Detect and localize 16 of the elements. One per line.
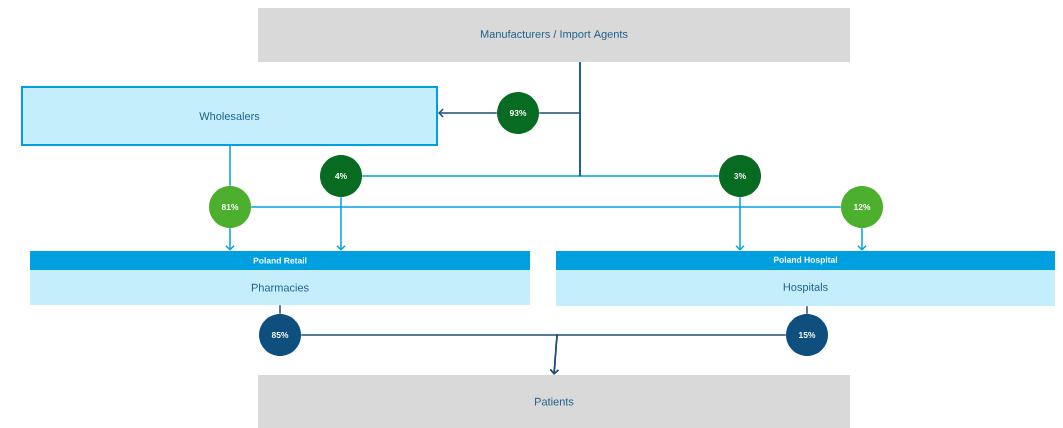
stage-box: Patients (258, 375, 850, 428)
connector-line (250, 206, 842, 208)
arrow (857, 227, 867, 251)
channel-box: Poland Retail Pharmacies (30, 251, 530, 305)
arrow (336, 196, 346, 251)
connector-line (279, 304, 281, 315)
stage-box: Manufacturers / Import Agents (258, 8, 850, 62)
arrow (549, 334, 787, 375)
channel-box: Poland Hospital Hospitals (556, 251, 1055, 306)
arrow (438, 108, 498, 118)
arrow (225, 227, 235, 251)
connector-line (229, 145, 231, 187)
connector-line (538, 61, 581, 177)
connector-line (806, 305, 808, 315)
arrow (735, 196, 745, 251)
stage-box: Wholesalers (21, 86, 438, 146)
